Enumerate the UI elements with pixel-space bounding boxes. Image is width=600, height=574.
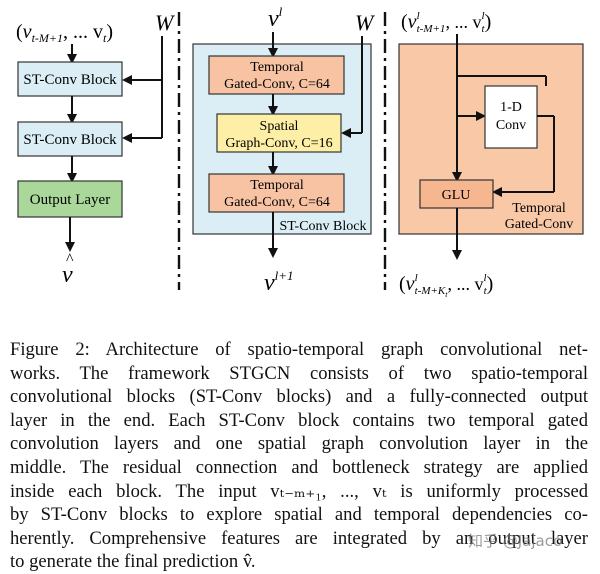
glu-box bbox=[419, 179, 494, 209]
middle-w-label: W bbox=[355, 10, 375, 35]
output-hat: ^ bbox=[66, 251, 74, 268]
middle-input-label: vl bbox=[268, 4, 283, 32]
left-panel: ((vvt-M+1, ... vt) W ST-Conv Block ST-Co… bbox=[16, 10, 175, 288]
temporal-gated-conv-bottom bbox=[208, 173, 345, 213]
temporal-bottom-line2: Gated-Conv, C=64 bbox=[224, 195, 330, 210]
output-layer-box bbox=[17, 180, 123, 218]
middle-panel: vl W Temporal Gated-Conv, C=64 Spatial G… bbox=[192, 4, 375, 296]
figure-caption: Figure 2: Architecture of spatio-tempora… bbox=[10, 338, 588, 574]
temporal-gated-conv-line2: Gated-Conv bbox=[505, 217, 573, 232]
caption-line-7: inside each block. The input vₜ₋ₘ₊₁, ...… bbox=[10, 480, 588, 502]
st-conv-block-2 bbox=[17, 121, 123, 157]
temporal-gated-conv-line1: Temporal bbox=[512, 201, 566, 216]
stgcn-architecture-figure: ((vvt-M+1, ... vt) W ST-Conv Block ST-Co… bbox=[16, 4, 584, 299]
caption-line-3: convolutional blocks (ST-Conv blocks) an… bbox=[10, 386, 588, 408]
left-w-label: W bbox=[155, 10, 175, 35]
caption-line-4: layer in the end. Each ST-Conv block con… bbox=[10, 409, 588, 431]
caption-line-10: to generate the final prediction v̂. bbox=[10, 551, 256, 573]
conv-1d-line1: 1-D bbox=[500, 100, 522, 115]
zhihu-watermark: 知乎 @Jajaco bbox=[468, 532, 563, 550]
caption-line-8: by ST-Conv blocks to explore spatial and… bbox=[10, 504, 588, 526]
spatial-line2: Graph-Conv, C=16 bbox=[225, 136, 332, 151]
st-conv-block-2-label: ST-Conv Block bbox=[23, 132, 117, 148]
temporal-top-line1: Temporal bbox=[250, 60, 304, 75]
spatial-graph-conv bbox=[216, 113, 342, 153]
conv-1d-line2: Conv bbox=[496, 118, 526, 133]
conv-1d-box bbox=[484, 85, 538, 149]
caption-line-1: Figure 2: Architecture of spatio-tempora… bbox=[10, 339, 588, 360]
glu-label: GLU bbox=[442, 188, 471, 203]
output-v-hat: v bbox=[62, 262, 73, 288]
spatial-line1: Spatial bbox=[260, 119, 299, 134]
output-layer-label: Output Layer bbox=[30, 192, 110, 208]
middle-output-label: vl+1 bbox=[264, 268, 294, 296]
temporal-gated-conv-top bbox=[208, 55, 345, 95]
caption-line-2: works. The framework STGCN consists of t… bbox=[10, 362, 588, 384]
left-input-label: ((vvt-M+1, ... vt) bbox=[16, 21, 113, 45]
st-conv-block-1-label: ST-Conv Block bbox=[23, 72, 117, 88]
temporal-bottom-line1: Temporal bbox=[250, 178, 304, 193]
caption-line-6: middle. The residual connection and bott… bbox=[10, 456, 588, 478]
caption-line-5: convolution layers and one spatial graph… bbox=[10, 433, 588, 455]
temporal-top-line2: Gated-Conv, C=64 bbox=[224, 77, 330, 92]
caption-line-9: herently. Comprehensive features are int… bbox=[10, 527, 588, 549]
st-conv-block-caption: ST-Conv Block bbox=[280, 219, 367, 234]
